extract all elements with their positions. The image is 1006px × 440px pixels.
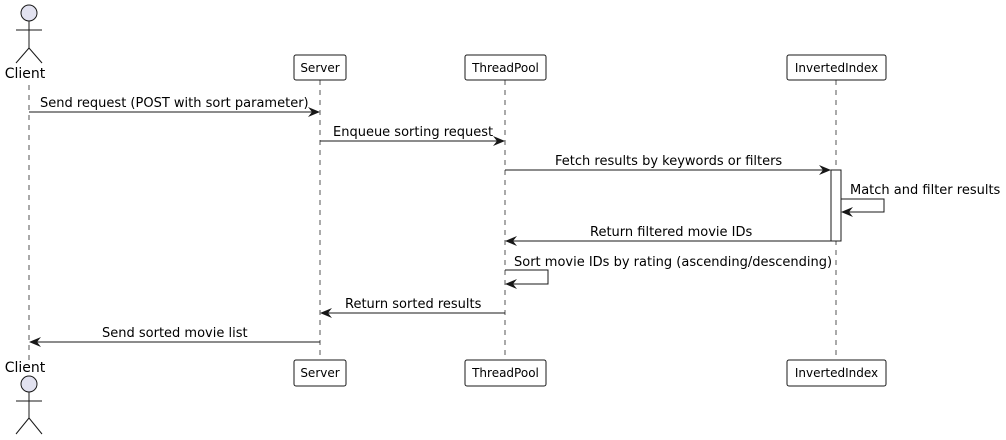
participant-threadpool-bottom: ThreadPool xyxy=(464,359,547,387)
participant-label: Server xyxy=(300,61,339,75)
message-label: Fetch results by keywords or filters xyxy=(555,154,782,169)
participant-label: InvertedIndex xyxy=(795,366,878,380)
message-label: Enqueue sorting request xyxy=(333,125,493,140)
message-8: Send sorted movie list xyxy=(29,326,320,347)
message-7: Return sorted results xyxy=(320,297,505,318)
message-label: Return sorted results xyxy=(345,297,482,312)
participant-server-top: Server xyxy=(293,54,347,81)
message-5: Return filtered movie IDs xyxy=(505,225,831,246)
message-4-self: Match and filter results xyxy=(841,183,1001,217)
participant-invertedindex-bottom: InvertedIndex xyxy=(786,359,887,387)
message-label: Match and filter results xyxy=(850,183,1001,198)
participant-label: Client xyxy=(5,360,46,376)
participant-label: Server xyxy=(300,366,339,380)
message-1: Send request (POST with sort parameter) xyxy=(29,96,320,117)
activation-bar-invertedindex xyxy=(830,169,842,242)
participant-client-bottom: Client xyxy=(5,360,46,435)
message-label: Send request (POST with sort parameter) xyxy=(40,96,309,111)
message-2: Enqueue sorting request xyxy=(320,125,505,146)
participant-label: ThreadPool xyxy=(471,366,539,380)
participant-server-bottom: Server xyxy=(293,359,347,387)
message-3: Fetch results by keywords or filters xyxy=(505,154,831,175)
participant-client-top: Client xyxy=(5,4,46,82)
message-label: Return filtered movie IDs xyxy=(590,225,753,240)
message-label: Sort movie IDs by rating (ascending/desc… xyxy=(514,255,832,270)
actor-icon xyxy=(15,4,43,64)
participant-label: Client xyxy=(5,66,46,82)
participant-label: InvertedIndex xyxy=(795,61,878,75)
participant-threadpool-top: ThreadPool xyxy=(464,54,547,81)
actor-icon xyxy=(15,375,43,435)
message-label: Send sorted movie list xyxy=(102,326,248,341)
message-6-self: Sort movie IDs by rating (ascending/desc… xyxy=(505,255,832,289)
participant-invertedindex-top: InvertedIndex xyxy=(786,54,887,81)
participant-label: ThreadPool xyxy=(471,61,539,75)
